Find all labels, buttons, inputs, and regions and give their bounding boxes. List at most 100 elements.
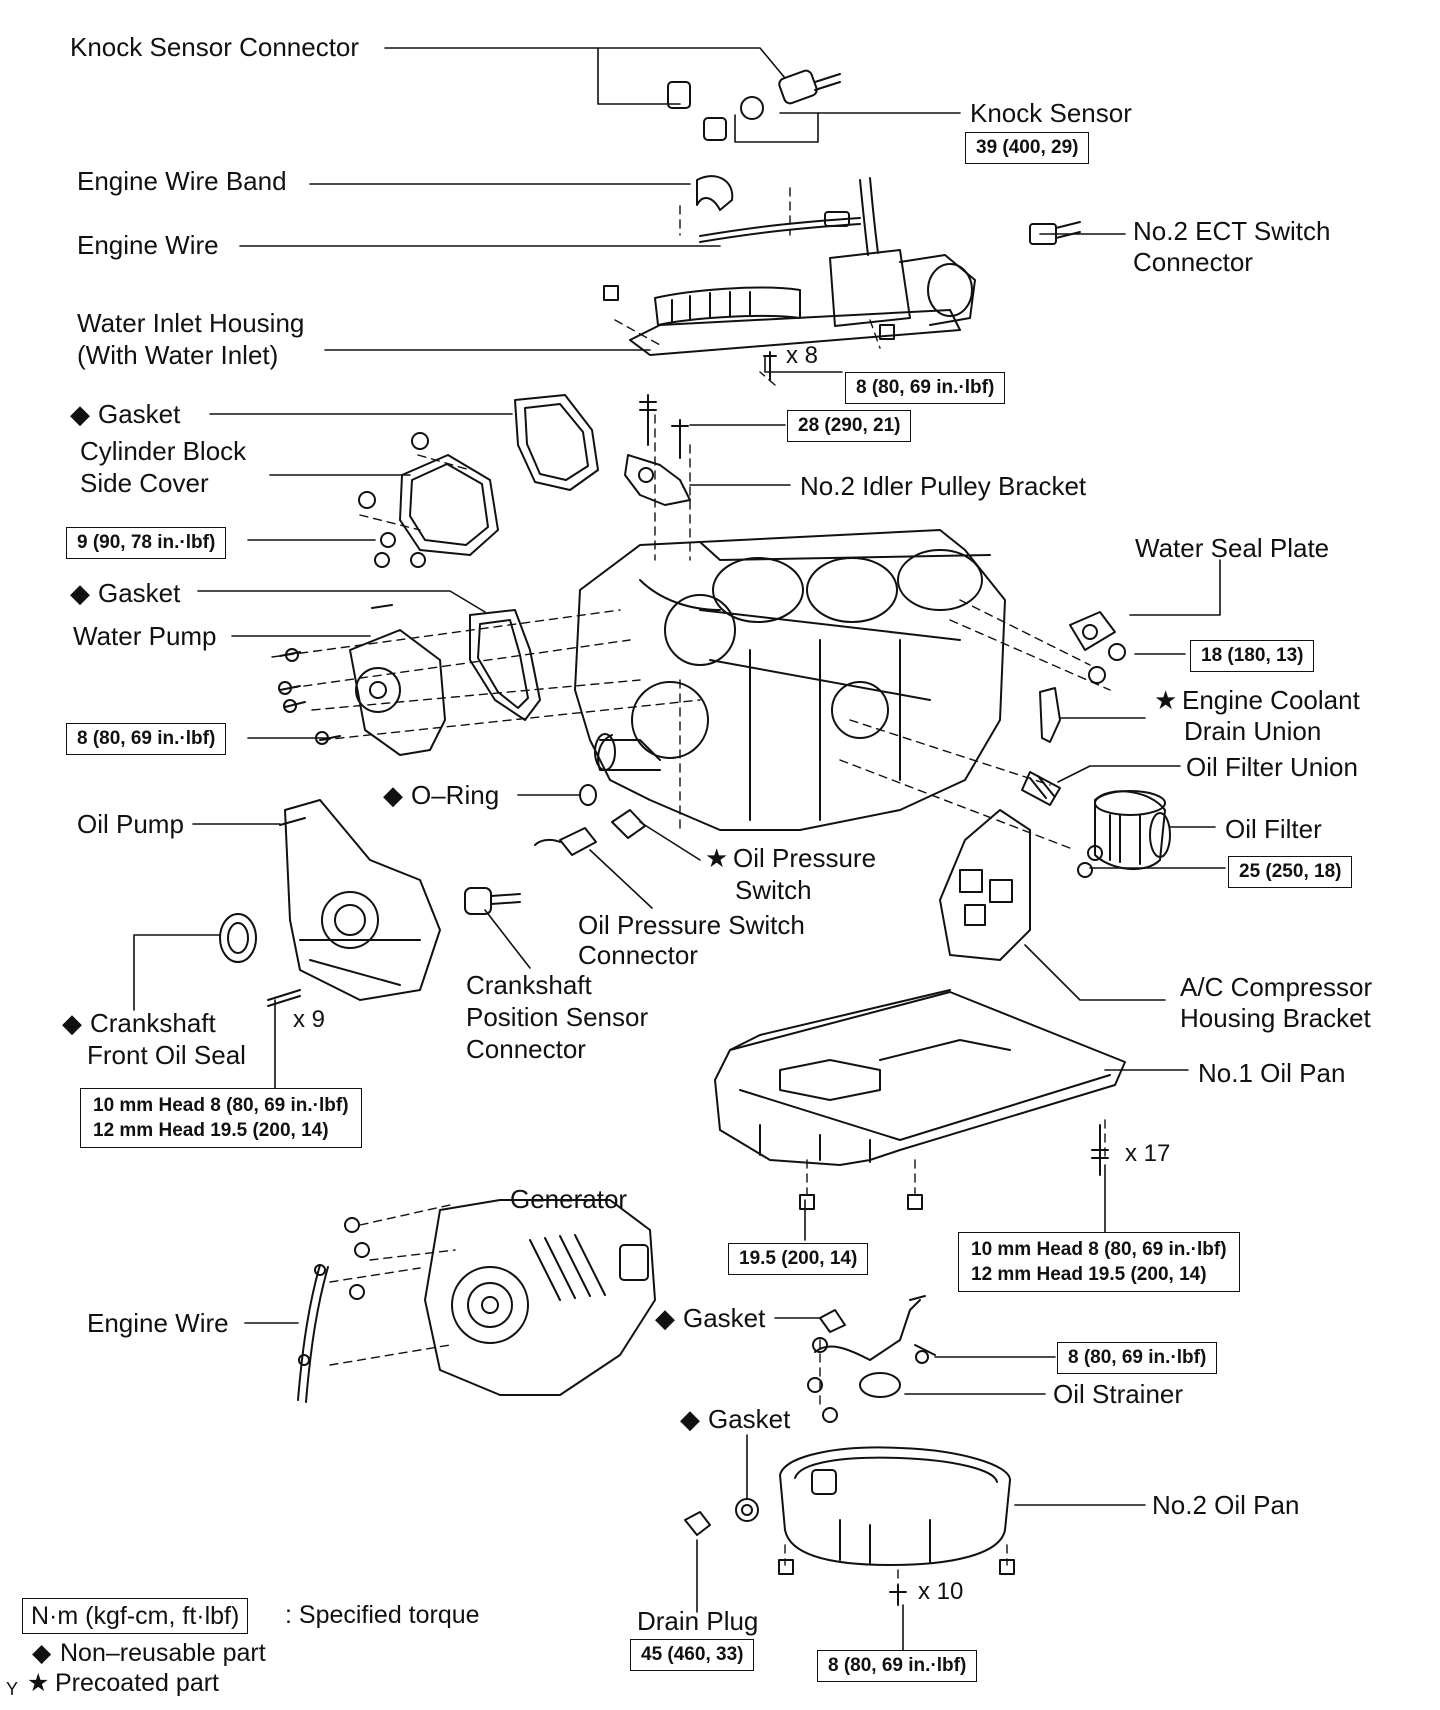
- cylinder-block-part: [574, 529, 1006, 831]
- non-reusable-symbol: ◆: [70, 578, 90, 608]
- drain-plug-parts: [684, 1498, 759, 1536]
- label-crankshaft-position-sensor-connector-2: Position Sensor: [466, 1002, 649, 1032]
- cylinder-block-side-cover-part: [358, 432, 499, 568]
- legend-non-reusable: ◆Non–reusable part: [32, 1639, 266, 1667]
- label-engine-coolant-drain-union-1: ★Engine Coolant: [1154, 685, 1360, 715]
- label-water-inlet-housing-2: (With Water Inlet): [77, 340, 279, 370]
- label-water-pump: Water Pump: [73, 621, 217, 651]
- idler-pulley-bracket-part: [624, 394, 691, 506]
- label-crankshaft-front-oil-seal-1: ◆Crankshaft: [62, 1008, 216, 1038]
- torque-knock-sensor: 39 (400, 29): [965, 132, 1090, 164]
- torque-oil-pump-line2: 12 mm Head 19.5 (200, 14): [93, 1120, 329, 1141]
- torque-oil-pan1-bolts: 10 mm Head 8 (80, 69 in.·lbf) 12 mm Head…: [958, 1232, 1240, 1292]
- assembly-dash-lines: [271, 187, 1111, 1586]
- torque-side-cover: 9 (90, 78 in.·lbf): [66, 527, 227, 559]
- label-knock-sensor: Knock Sensor: [970, 98, 1132, 128]
- label-water-seal-plate: Water Seal Plate: [1135, 533, 1330, 563]
- label-o-ring: ◆O–Ring: [383, 780, 500, 810]
- non-reusable-symbol: ◆: [680, 1404, 700, 1434]
- label-oil-pressure-switch-2: Switch: [735, 875, 812, 905]
- non-reusable-symbol: ◆: [655, 1303, 675, 1333]
- legend-torque-unit-box: N·m (kgf-cm, ft·lbf): [22, 1598, 249, 1634]
- water-pump-part: [278, 604, 446, 756]
- label-drain-plug: Drain Plug: [637, 1606, 759, 1636]
- generator-part: [344, 1199, 656, 1396]
- label-idler-pulley-bracket: No.2 Idler Pulley Bracket: [800, 471, 1087, 501]
- label-gasket-side-cover: ◆Gasket: [70, 399, 181, 429]
- label-oil-filter: Oil Filter: [1225, 814, 1322, 844]
- label-ect-switch-connector-2: Connector: [1133, 247, 1253, 277]
- label-oil-pressure-switch-connector-2: Connector: [578, 940, 698, 970]
- water-seal-plate-part: [1069, 611, 1126, 684]
- torque-oil-pan2: 8 (80, 69 in.·lbf): [817, 1650, 978, 1682]
- label-no2-oil-pan: No.2 Oil Pan: [1152, 1490, 1300, 1520]
- multiplier-oil-pump: x 9: [293, 1006, 326, 1033]
- label-knock-sensor-connector: Knock Sensor Connector: [70, 32, 360, 62]
- coolant-drain-union-part: [1039, 687, 1061, 743]
- torque-oil-pan1-nut: 19.5 (200, 14): [728, 1243, 869, 1275]
- multiplier-oil-pan1: x 17: [1125, 1140, 1171, 1167]
- non-reusable-symbol: ◆: [383, 780, 403, 810]
- engine-wire-part: [699, 211, 861, 243]
- label-oil-filter-union: Oil Filter Union: [1186, 752, 1358, 782]
- crankshaft-pos-sensor-connector-part: [464, 887, 521, 915]
- precoated-symbol: ★: [27, 1669, 50, 1697]
- label-gasket-drain-plug: ◆Gasket: [680, 1404, 791, 1434]
- torque-oil-pump: 10 mm Head 8 (80, 69 in.·lbf) 12 mm Head…: [80, 1088, 362, 1148]
- torque-idler-bracket: 28 (290, 21): [787, 410, 912, 442]
- ac-bracket-part: [939, 809, 1103, 961]
- o-ring-part: [579, 784, 597, 806]
- torque-oil-pan1-line1: 10 mm Head 8 (80, 69 in.·lbf): [971, 1239, 1227, 1260]
- water-inlet-housing-part: [603, 177, 976, 381]
- ect-connector-part: [1029, 221, 1081, 245]
- engine-wire-bottom-part: [297, 1264, 329, 1403]
- label-generator: Generator: [510, 1184, 628, 1214]
- oil-filter-part: [1094, 790, 1171, 871]
- label-oil-pressure-switch-1: ★Oil Pressure: [705, 843, 877, 873]
- label-gasket-water-pump: ◆Gasket: [70, 578, 181, 608]
- non-reusable-symbol: ◆: [70, 399, 90, 429]
- water-pump-gasket-part: [469, 609, 541, 721]
- no1-oil-pan-part: [714, 989, 1126, 1210]
- label-engine-wire-band: Engine Wire Band: [77, 166, 287, 196]
- legend-precoated: ★Precoated part: [27, 1669, 219, 1697]
- label-ect-switch-connector-1: No.2 ECT Switch: [1133, 216, 1331, 246]
- label-engine-wire-top: Engine Wire: [77, 230, 219, 260]
- legend-torque-desc: : Specified torque: [285, 1601, 480, 1629]
- knock-sensor-parts: [667, 69, 841, 141]
- label-crankshaft-position-sensor-connector-3: Connector: [466, 1034, 586, 1064]
- oil-pump-part: [267, 799, 441, 1007]
- oil-filter-union-part: [1021, 771, 1061, 806]
- label-cylinder-block-side-cover-2: Side Cover: [80, 468, 209, 498]
- crankshaft-front-oil-seal-part: [219, 913, 257, 963]
- label-ac-compressor-housing-bracket-2: Housing Bracket: [1180, 1003, 1371, 1033]
- label-oil-pressure-switch-connector-1: Oil Pressure Switch: [578, 910, 805, 940]
- torque-oil-pan1-line2: 12 mm Head 19.5 (200, 14): [971, 1264, 1207, 1285]
- non-reusable-symbol: ◆: [62, 1008, 82, 1038]
- label-engine-coolant-drain-union-2: Drain Union: [1184, 716, 1322, 746]
- label-cylinder-block-side-cover-1: Cylinder Block: [80, 436, 247, 466]
- torque-water-seal-plate: 18 (180, 13): [1190, 640, 1315, 672]
- label-oil-pump: Oil Pump: [77, 809, 184, 839]
- torque-water-inlet: 8 (80, 69 in.·lbf): [845, 372, 1006, 404]
- torque-ac-bracket: 25 (250, 18): [1228, 856, 1353, 888]
- torque-oil-pump-line1: 10 mm Head 8 (80, 69 in.·lbf): [93, 1095, 349, 1116]
- engine-wire-band-part: [696, 175, 734, 211]
- multiplier-oil-pan2: x 10: [918, 1578, 964, 1605]
- precoated-symbol: ★: [705, 843, 729, 873]
- label-water-inlet-housing-1: Water Inlet Housing: [77, 308, 305, 338]
- label-gasket-oil-strainer: ◆Gasket: [655, 1303, 766, 1333]
- torque-water-pump: 8 (80, 69 in.·lbf): [66, 723, 227, 755]
- no2-oil-pan-part: [778, 1446, 1015, 1606]
- label-engine-wire-bottom: Engine Wire: [87, 1308, 229, 1338]
- torque-oil-strainer: 8 (80, 69 in.·lbf): [1057, 1342, 1218, 1374]
- label-ac-compressor-housing-bracket-1: A/C Compressor: [1180, 972, 1373, 1002]
- corner-mark: Y: [6, 1679, 19, 1699]
- multiplier-water-inlet: x 8: [786, 342, 819, 369]
- label-crankshaft-front-oil-seal-2: Front Oil Seal: [87, 1040, 246, 1070]
- precoated-symbol: ★: [1154, 685, 1178, 715]
- oil-strainer-part: [807, 1295, 936, 1423]
- label-crankshaft-position-sensor-connector-1: Crankshaft: [466, 970, 592, 1000]
